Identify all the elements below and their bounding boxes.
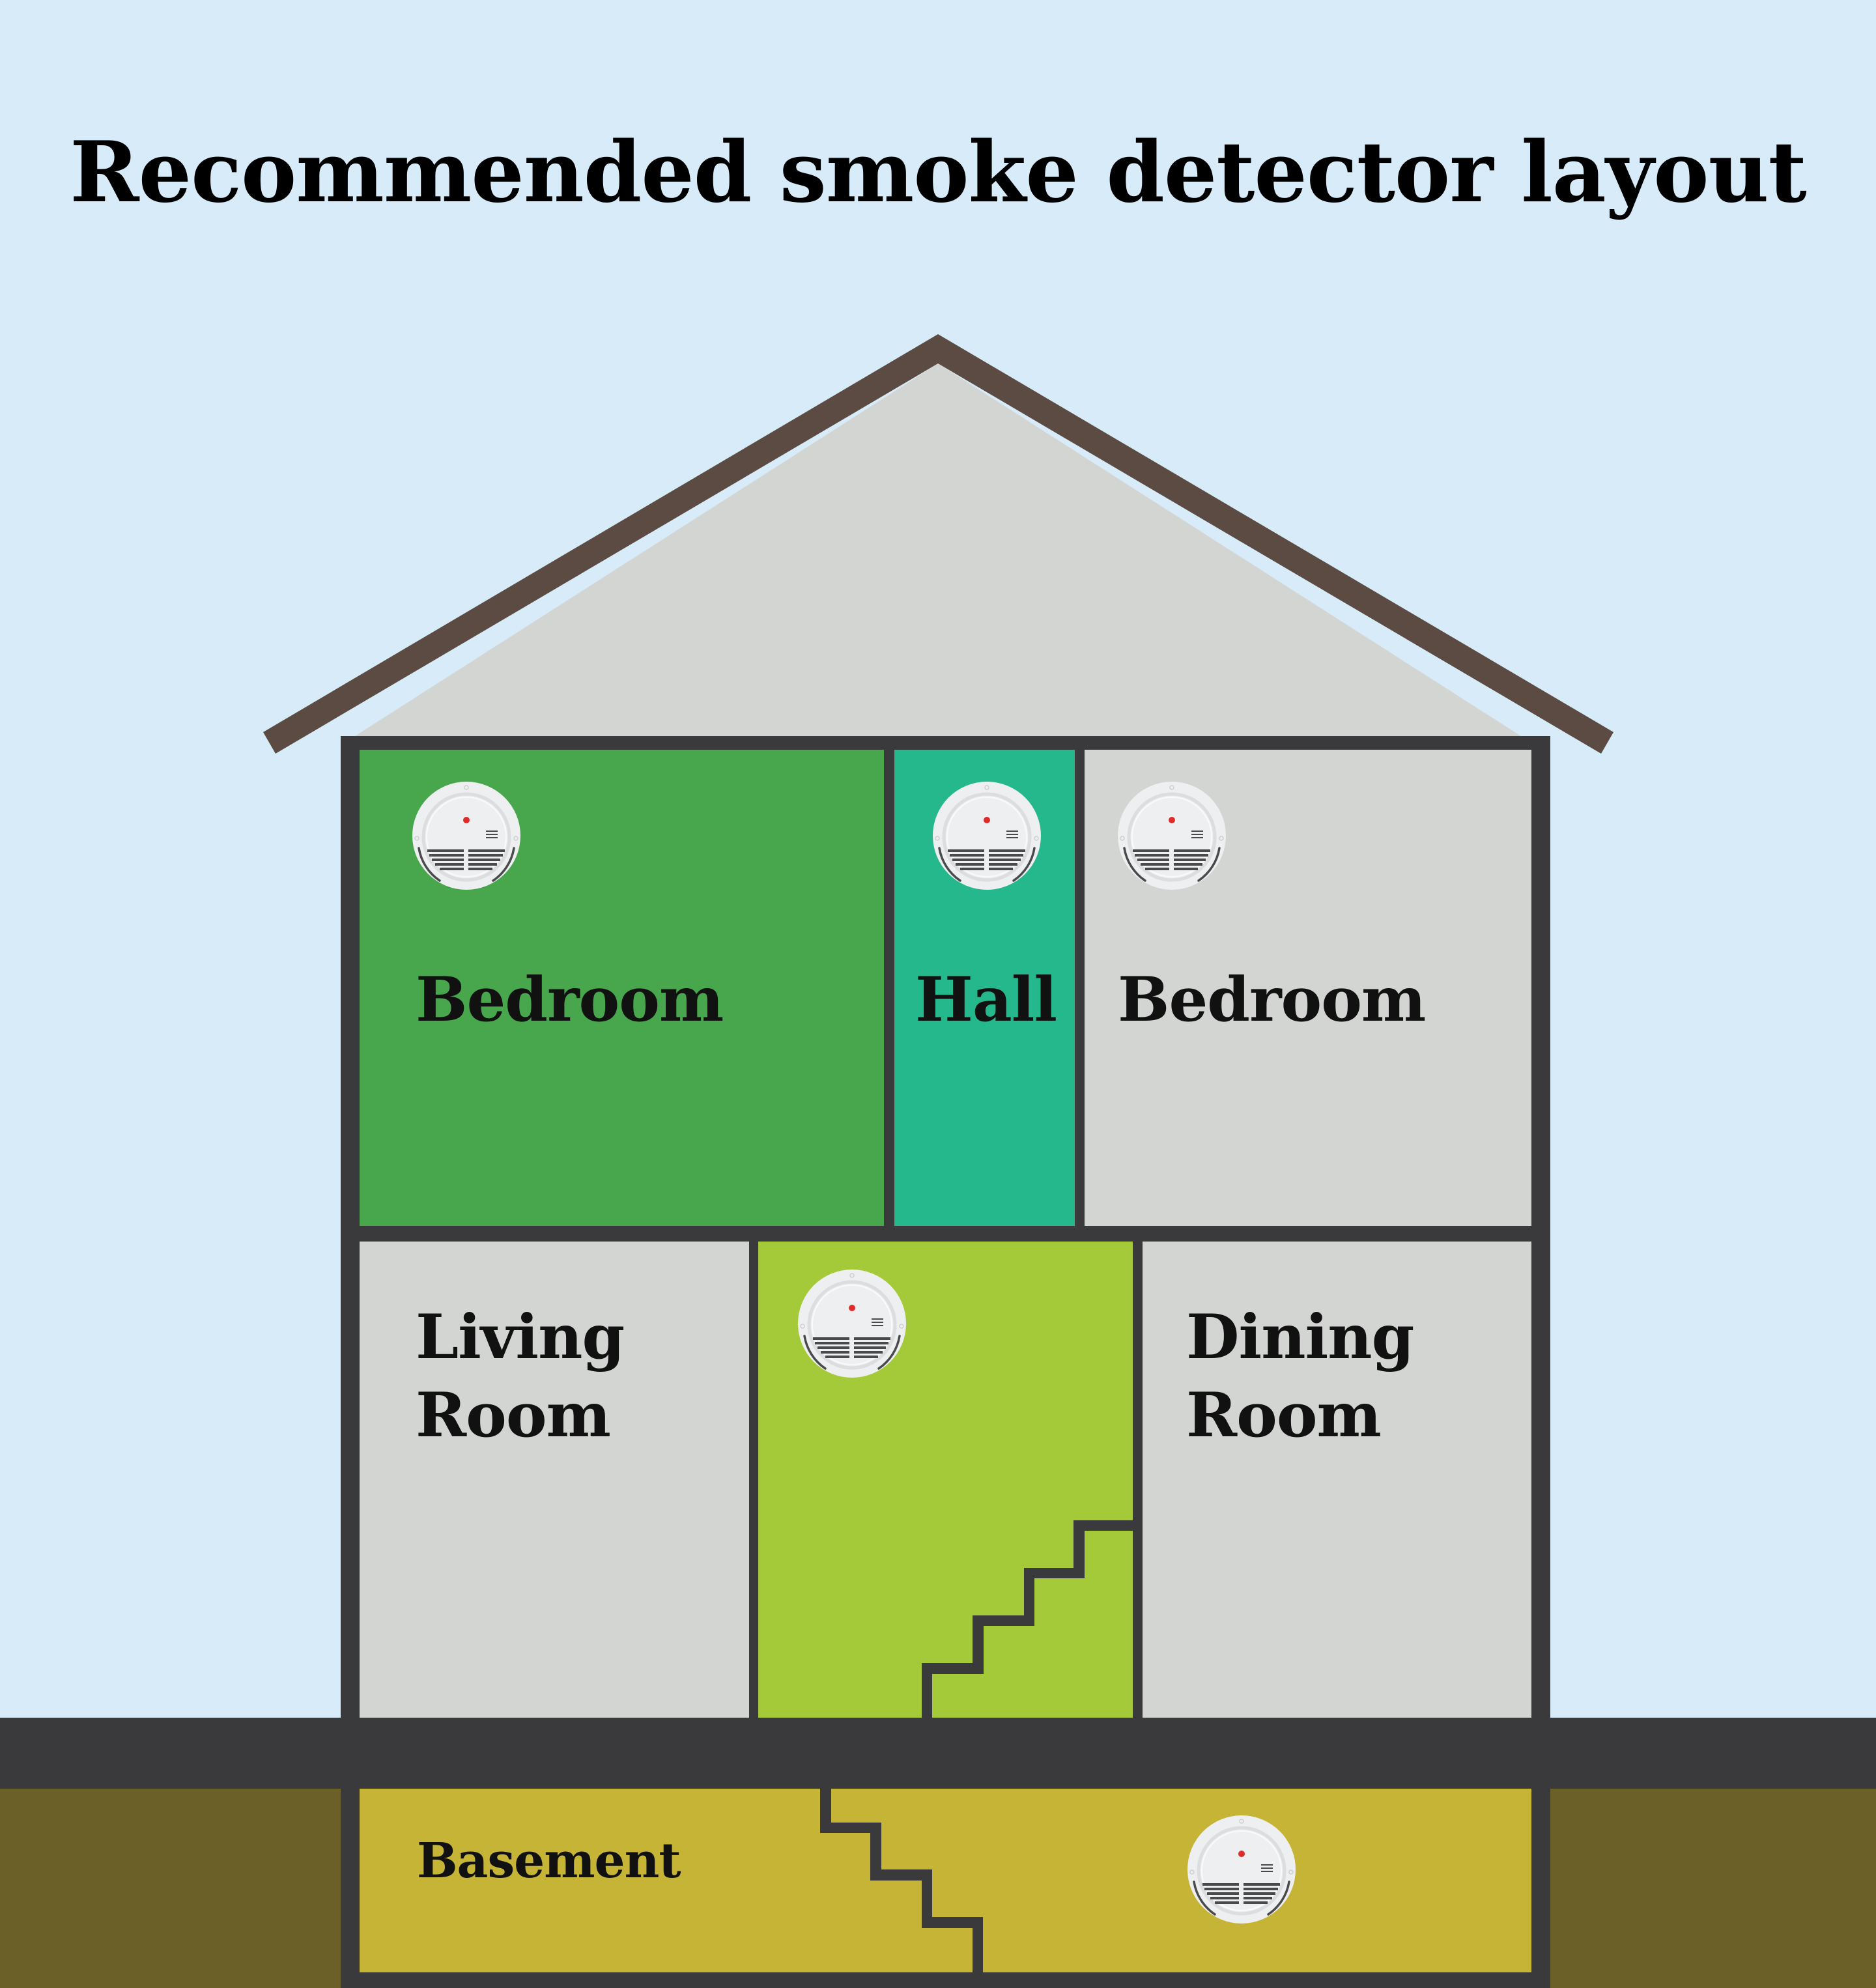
room-living-room: [360, 1242, 749, 1718]
label-dining-room: Dining Room: [1186, 1301, 1414, 1451]
smoke-detector-icon: [412, 782, 520, 890]
label-basement: Basement: [417, 1833, 681, 1889]
smoke-detector-icon: [1118, 782, 1226, 890]
label-bedroom-left: Bedroom: [416, 964, 724, 1036]
ground-line: [0, 1718, 1876, 1789]
soil-left: [0, 1789, 341, 1988]
smoke-detector-icon: [933, 782, 1041, 890]
smoke-detector-icon: [798, 1270, 906, 1378]
soil-right: [1550, 1789, 1876, 1988]
staircase-main: [922, 1520, 1133, 1718]
label-hall: Hall: [915, 964, 1057, 1036]
page-title: Recommended smoke detector layout: [70, 124, 1807, 221]
label-bedroom-right: Bedroom: [1118, 964, 1426, 1036]
room-basement: [360, 1789, 1531, 1972]
attic: [355, 363, 1521, 736]
smoke-detector-icon: [1187, 1815, 1296, 1924]
staircase-basement: [820, 1789, 983, 1972]
label-living-room: Living Room: [416, 1301, 625, 1451]
room-dining-room: [1143, 1242, 1531, 1718]
